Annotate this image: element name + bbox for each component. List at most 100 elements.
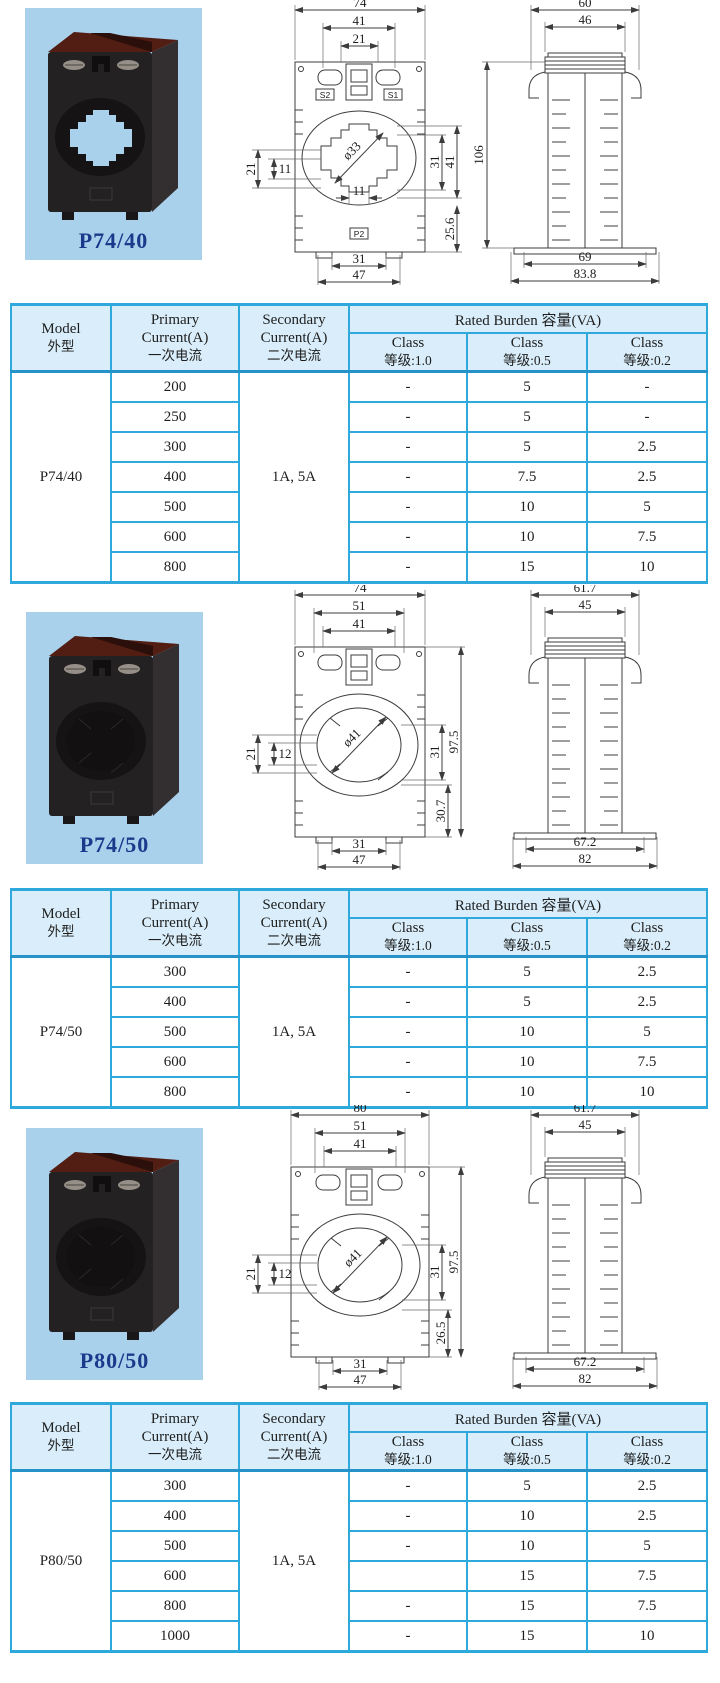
svg-text:61.7: 61.7 bbox=[574, 1105, 597, 1115]
front-view-drawing-p80-50: 80 51 41 21 12 ø41 31 97.5 26.5 bbox=[243, 1105, 465, 1390]
col-header-class-05: Class 等级:0.5 bbox=[466, 1431, 588, 1472]
spec-table-p74-40: Model 外型 Primary Current(A) 一次电流 Seconda… bbox=[10, 303, 709, 584]
dimension-lines: 80 51 41 21 12 ø41 31 97.5 26.5 bbox=[243, 1105, 465, 1390]
svg-text:41: 41 bbox=[353, 13, 366, 28]
transformer-photo-graphic bbox=[49, 1152, 179, 1340]
front-view-drawing-p74-50: 74 51 41 21 12 ø41 31 97.5 30.7 bbox=[243, 585, 465, 870]
spec-table-p74-50: Model 外型 Primary Current(A) 一次电流 Seconda… bbox=[10, 888, 709, 1109]
primary-cell: 200 bbox=[110, 370, 240, 403]
svg-text:ø33: ø33 bbox=[339, 138, 363, 162]
primary-cell: 400 bbox=[110, 461, 240, 493]
side-view-drawing-p74-50: 61.7 45 67.2 82 bbox=[512, 585, 658, 869]
burden-cell: - bbox=[585, 370, 709, 403]
burden-cell: - bbox=[348, 1016, 468, 1048]
burden-cell: 5 bbox=[585, 491, 709, 523]
svg-text:74: 74 bbox=[354, 585, 368, 595]
svg-text:47: 47 bbox=[354, 1372, 368, 1387]
side-body-outline bbox=[513, 637, 657, 840]
primary-cell: 500 bbox=[110, 491, 240, 523]
burden-cell: 7.5 bbox=[585, 1560, 709, 1592]
col-header-secondary: Secondary Current(A) 二次电流 bbox=[238, 888, 350, 958]
terminal-labels: S2 S1 P2 bbox=[315, 88, 403, 240]
burden-cell: 10 bbox=[585, 1076, 709, 1109]
col-header-class-05: Class 等级:0.5 bbox=[466, 917, 588, 958]
dimension-lines: 61.7 45 67.2 82 bbox=[512, 1105, 658, 1389]
burden-cell bbox=[348, 1560, 468, 1592]
dimension-lines: 61.7 45 67.2 82 bbox=[512, 585, 658, 869]
burden-cell: 10 bbox=[466, 1046, 588, 1078]
burden-cell: 10 bbox=[466, 1500, 588, 1532]
burden-cell: 10 bbox=[466, 491, 588, 523]
primary-cell: 300 bbox=[110, 955, 240, 988]
svg-text:45: 45 bbox=[579, 597, 592, 612]
svg-text:82: 82 bbox=[579, 1371, 592, 1386]
product-model-label: P74/40 bbox=[78, 228, 149, 253]
burden-cell: - bbox=[348, 1620, 468, 1653]
front-body-outline bbox=[294, 646, 426, 844]
svg-text:31: 31 bbox=[427, 746, 442, 759]
primary-cell: 600 bbox=[110, 521, 240, 553]
product-photo-p74-50: P74/50 bbox=[26, 612, 203, 864]
burden-cell: 15 bbox=[466, 1620, 588, 1653]
svg-text:P2: P2 bbox=[354, 229, 365, 239]
burden-cell: 5 bbox=[466, 401, 588, 433]
side-view-drawing-p74-40: 60 46 106 69 83.8 bbox=[471, 0, 660, 284]
product-photo-p74-40: P74/40 bbox=[25, 8, 202, 260]
svg-text:47: 47 bbox=[353, 267, 367, 282]
svg-text:80: 80 bbox=[354, 1105, 367, 1115]
svg-text:69: 69 bbox=[579, 249, 592, 264]
svg-text:31: 31 bbox=[427, 156, 442, 169]
burden-cell: 2.5 bbox=[585, 461, 709, 493]
burden-cell: 15 bbox=[466, 1560, 588, 1592]
table-row: P74/50 300 1A, 5A - 5 2.5 bbox=[10, 955, 709, 1109]
burden-cell: 7.5 bbox=[585, 521, 709, 553]
burden-cell: 15 bbox=[466, 551, 588, 584]
svg-text:11: 11 bbox=[279, 161, 292, 176]
col-header-class-10: Class 等级:1.0 bbox=[348, 1431, 468, 1472]
primary-cell: 800 bbox=[110, 1076, 240, 1109]
burden-cell: 10 bbox=[466, 1530, 588, 1562]
col-header-model: Model 外型 bbox=[10, 888, 112, 958]
svg-text:31: 31 bbox=[354, 1356, 367, 1371]
svg-text:60: 60 bbox=[579, 0, 592, 10]
col-header-class-02: Class 等级:0.2 bbox=[585, 1431, 709, 1472]
primary-cell: 400 bbox=[110, 986, 240, 1018]
burden-cell: 15 bbox=[466, 1590, 588, 1622]
table-row: P74/40 200 1A, 5A - 5 - bbox=[10, 370, 709, 584]
col-header-class-02: Class 等级:0.2 bbox=[585, 917, 709, 958]
svg-text:41: 41 bbox=[354, 1136, 367, 1151]
burden-cell: 2.5 bbox=[585, 955, 709, 988]
burden-cell: - bbox=[585, 401, 709, 433]
burden-cell: 10 bbox=[585, 1620, 709, 1653]
svg-text:30.7: 30.7 bbox=[433, 799, 448, 822]
side-body-outline bbox=[513, 52, 657, 255]
burden-cell: 7.5 bbox=[585, 1046, 709, 1078]
col-header-class-05: Class 等级:0.5 bbox=[466, 332, 588, 373]
svg-text:41: 41 bbox=[442, 156, 457, 169]
burden-cell: 10 bbox=[466, 521, 588, 553]
burden-cell: - bbox=[348, 491, 468, 523]
product-model-label: P80/50 bbox=[79, 1348, 150, 1373]
svg-text:97.5: 97.5 bbox=[446, 1251, 461, 1274]
secondary-cell: 1A, 5A bbox=[238, 1469, 350, 1653]
burden-cell: - bbox=[348, 551, 468, 584]
primary-cell: 500 bbox=[110, 1530, 240, 1562]
svg-text:97.5: 97.5 bbox=[446, 731, 461, 754]
burden-cell: 5 bbox=[585, 1016, 709, 1048]
svg-text:21: 21 bbox=[243, 163, 258, 176]
svg-text:21: 21 bbox=[243, 1268, 258, 1281]
burden-cell: 7.5 bbox=[585, 1590, 709, 1622]
model-cell: P74/40 bbox=[10, 370, 112, 584]
dimension-lines: 74 51 41 21 12 ø41 31 97.5 30.7 bbox=[243, 585, 465, 870]
primary-cell: 250 bbox=[110, 401, 240, 433]
burden-cell: - bbox=[348, 521, 468, 553]
product-photo-p80-50: P80/50 bbox=[26, 1128, 203, 1380]
col-header-primary: Primary Current(A) 一次电流 bbox=[110, 1402, 240, 1472]
